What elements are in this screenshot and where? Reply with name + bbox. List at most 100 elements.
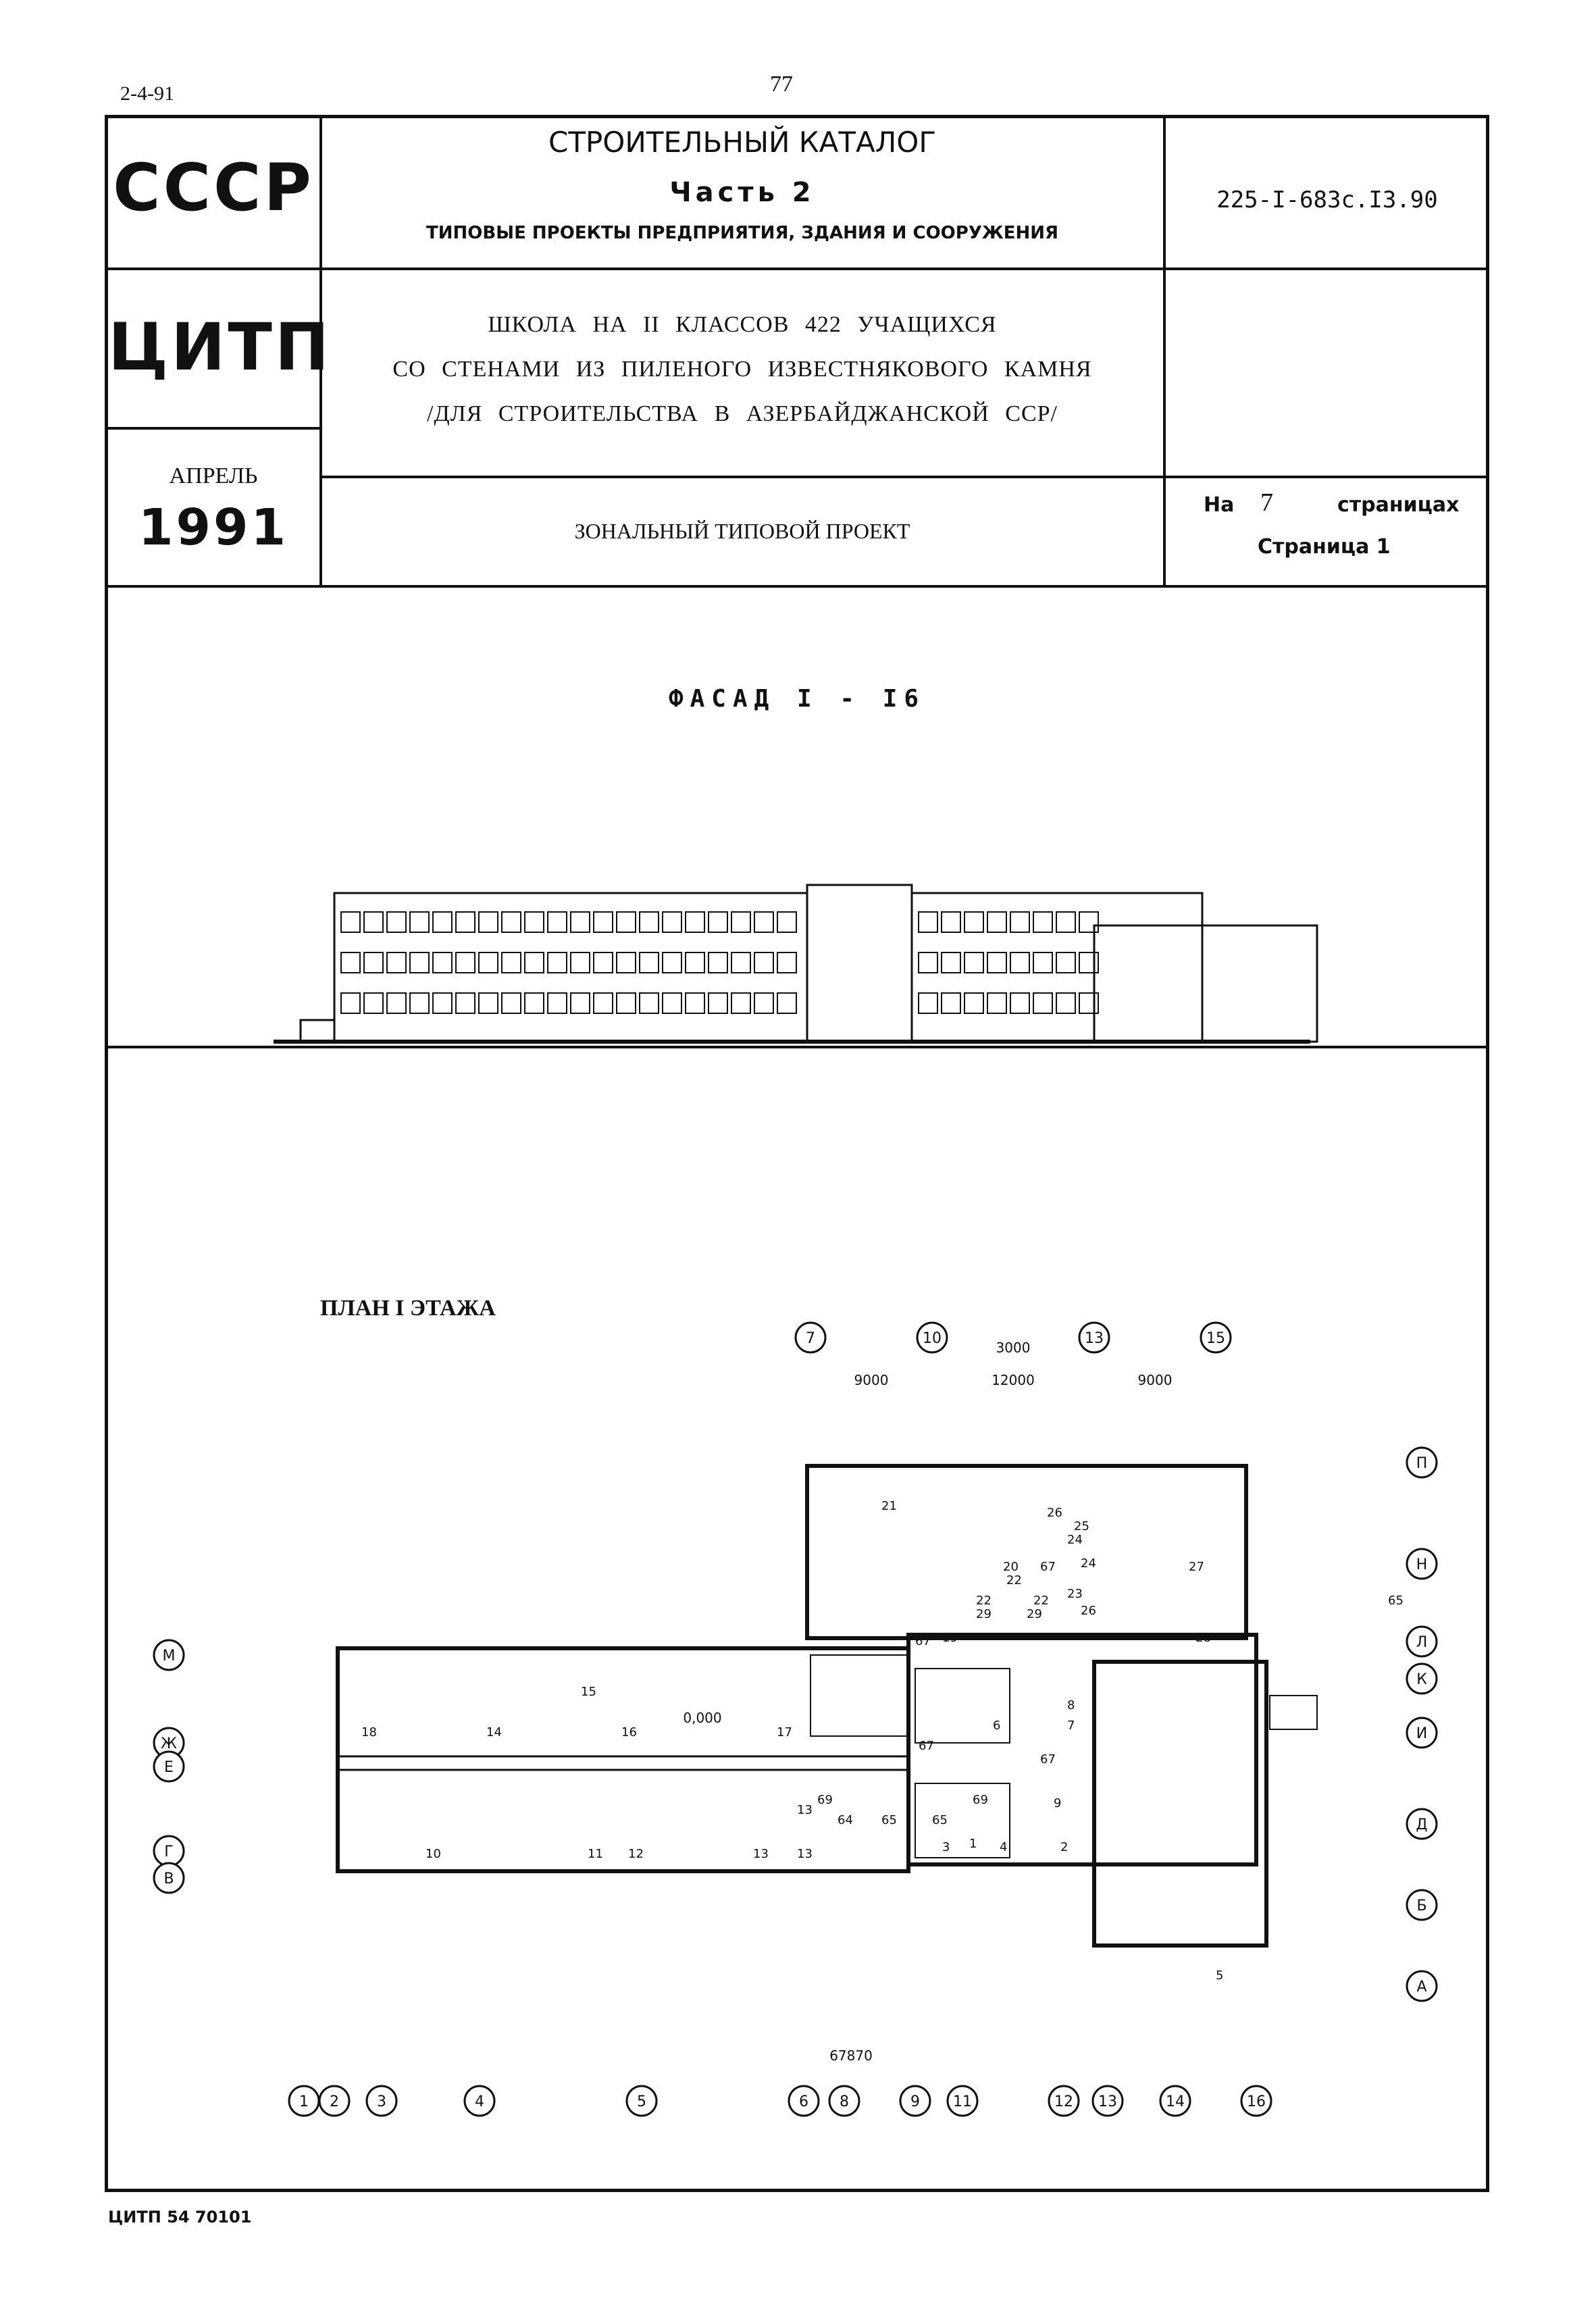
- divider: [105, 1046, 1489, 1048]
- facade-window: [616, 911, 636, 933]
- facade-window: [662, 911, 682, 933]
- facade-window: [1056, 992, 1076, 1014]
- facade-window: [363, 911, 384, 933]
- axis-marker: [1240, 2085, 1272, 2117]
- room-number: 24: [1081, 1556, 1096, 1571]
- page-frame: [105, 115, 1489, 2192]
- facade-window: [501, 992, 521, 1014]
- facade-window: [340, 952, 361, 973]
- axis-marker: [788, 2085, 820, 2117]
- facade-window: [547, 992, 567, 1014]
- room-number: 69: [973, 1793, 988, 1807]
- facade-window: [478, 952, 498, 973]
- divider: [105, 427, 321, 430]
- room-number: 9: [1054, 1796, 1061, 1810]
- facade-window: [1010, 952, 1030, 973]
- axis-marker: [899, 2085, 931, 2117]
- dimension-value: 9000: [854, 1372, 889, 1388]
- axis-marker: [153, 1750, 185, 1783]
- facade-window: [777, 911, 797, 933]
- room-number: 6: [993, 1719, 1000, 1733]
- facade-window: [1033, 911, 1053, 933]
- divider: [105, 268, 1489, 270]
- room-number: 14: [486, 1725, 502, 1739]
- room-number: 11: [588, 1847, 603, 1861]
- project-type: ЗОНАЛЬНЫЙ ТИПОВОЙ ПРОЕКТ: [574, 519, 910, 543]
- facade-window: [593, 952, 613, 973]
- facade-window: [708, 992, 728, 1014]
- room-number: 19: [942, 1631, 958, 1645]
- project-title-line3: /ДЛЯ СТРОИТЕЛЬСТВА В АЗЕРБАЙДЖАНСКОЙ ССР…: [427, 401, 1058, 426]
- dimension-total: 3000: [996, 1340, 1031, 1356]
- catalog-part-subtitle: ТИПОВЫЕ ПРОЕКТЫ ПРЕДПРИЯТИЯ, ЗДАНИЯ И СО…: [426, 223, 1059, 243]
- facade-window: [1079, 952, 1099, 973]
- axis-marker: [1406, 1625, 1438, 1658]
- axis-marker: [1406, 1662, 1438, 1695]
- facade-window: [547, 952, 567, 973]
- facade-window: [754, 911, 774, 933]
- facade-window: [754, 952, 774, 973]
- axis-label: 13: [1085, 1330, 1104, 1347]
- facade-window: [1033, 952, 1053, 973]
- facade-window: [941, 952, 961, 973]
- axis-label: И: [1416, 1725, 1427, 1742]
- axis-label: А: [1416, 1979, 1426, 1996]
- axis-label: К: [1416, 1671, 1427, 1688]
- dimension-value: 12000: [992, 1372, 1035, 1388]
- room-number: 16: [621, 1725, 637, 1739]
- facade-window: [731, 952, 751, 973]
- facade-window: [754, 992, 774, 1014]
- facade-window: [478, 911, 498, 933]
- facade-window: [964, 952, 984, 973]
- room-number: 15: [581, 1685, 596, 1699]
- facade-window: [501, 952, 521, 973]
- axis-label: 3: [377, 2093, 386, 2110]
- month-label: АПРЕЛЬ: [169, 463, 258, 488]
- axis-label: 10: [923, 1330, 942, 1347]
- facade-window: [593, 911, 613, 933]
- axis-label: 9: [910, 2093, 920, 2110]
- facade-title: ФАСАД I - I6: [668, 685, 926, 713]
- page-label: Страница 1: [1258, 535, 1391, 559]
- facade-window: [708, 911, 728, 933]
- divider: [1163, 115, 1166, 586]
- facade-window: [639, 911, 659, 933]
- axis-marker: [1406, 1970, 1438, 2002]
- axis-label: 6: [799, 2093, 808, 2110]
- facade-window: [918, 952, 938, 973]
- room-number: 20: [1003, 1560, 1019, 1574]
- facade-window: [1056, 952, 1076, 973]
- facade-window: [547, 911, 567, 933]
- level-mark: 0,000: [683, 1710, 721, 1726]
- axis-label: 13: [1098, 2093, 1117, 2110]
- axis-label: 15: [1206, 1330, 1225, 1347]
- room-number: 7: [1067, 1719, 1075, 1733]
- axis-label: 16: [1247, 2093, 1266, 2110]
- facade-window: [524, 952, 544, 973]
- room-number: 69: [817, 1793, 833, 1807]
- room-number: 64: [838, 1813, 853, 1827]
- facade-window: [777, 952, 797, 973]
- room-number: 26: [1047, 1506, 1062, 1520]
- project-code: 225-I-683с.I3.90: [1216, 186, 1438, 213]
- project-title-line1: ШКОЛА НА II КЛАССОВ 422 УЧАЩИХСЯ: [488, 312, 997, 337]
- divider: [319, 115, 322, 586]
- facade-window: [363, 992, 384, 1014]
- facade-window: [731, 911, 751, 933]
- pages-prefix: На: [1204, 493, 1235, 517]
- axis-marker: [916, 1321, 948, 1354]
- axis-marker: [946, 2085, 979, 2117]
- facade-window: [501, 911, 521, 933]
- facade-window: [987, 911, 1007, 933]
- room-number: 65: [881, 1813, 897, 1827]
- facade-window: [363, 952, 384, 973]
- axis-marker: [365, 2085, 398, 2117]
- room-number: 28: [1195, 1631, 1211, 1645]
- room-number: 12: [628, 1847, 644, 1861]
- room-number: 25: [1074, 1519, 1089, 1533]
- facade-window: [941, 992, 961, 1014]
- room-number: 65: [1388, 1594, 1404, 1608]
- facade-window: [432, 992, 453, 1014]
- facade-window: [1079, 992, 1099, 1014]
- facade-drawing: [274, 884, 1318, 1044]
